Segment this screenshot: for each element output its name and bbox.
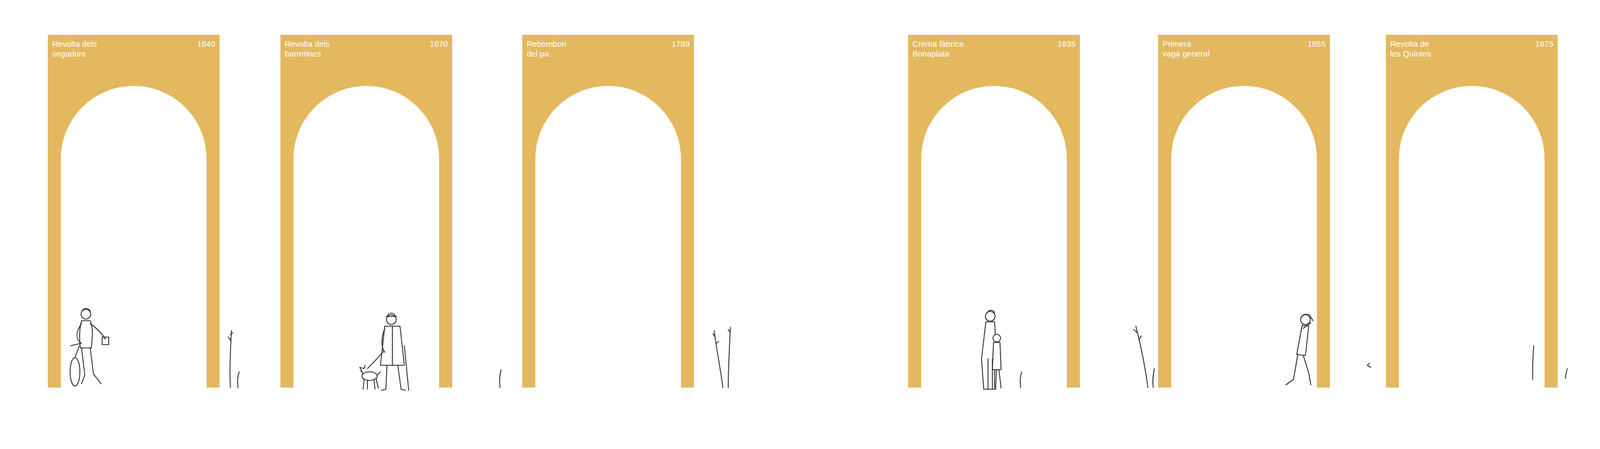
man-with-dog-figure: [359, 313, 409, 391]
arch-shape: [908, 34, 1080, 388]
event-title: Rebombori del pa: [526, 39, 573, 59]
arch-shape: [47, 34, 220, 388]
grass-tufts: [228, 326, 1568, 388]
arch-shape: [522, 34, 695, 388]
arch-frame: [1385, 34, 1558, 388]
event-title: Primera vaga general: [1162, 39, 1211, 59]
arch-panel: Primera vaga general 1855: [1158, 34, 1330, 388]
arch-panel: Revolta dels barretines 1670: [280, 34, 453, 388]
arch-frame: [1158, 34, 1330, 388]
arch-shape: [280, 34, 453, 388]
arch-frame: [47, 34, 220, 388]
arch-panel: Crema fàbrica Bonaplata 1835: [908, 34, 1080, 388]
arch-shape: [1385, 34, 1558, 388]
arch-panel: Revolta dels segadors 1640: [47, 34, 220, 388]
event-year: 1670: [429, 39, 448, 49]
walking-figure: [1285, 314, 1314, 385]
event-year: 1640: [197, 39, 216, 49]
event-year: 1875: [1535, 39, 1554, 49]
arch-panel: Rebombori del pa 1789: [522, 34, 695, 388]
arch-frame: [522, 34, 695, 388]
arch-frame: [908, 34, 1080, 388]
event-title: Revolta dels barretines: [284, 39, 331, 59]
woman-and-child-figure: [981, 310, 1002, 390]
event-year: 1855: [1307, 39, 1326, 49]
event-title: Revolta dels segadors: [52, 39, 99, 59]
event-year: 1789: [671, 39, 690, 49]
arch-frame: [280, 34, 453, 388]
event-year: 1835: [1057, 39, 1076, 49]
cyclist-figure: [70, 308, 109, 387]
arch-shape: [1158, 34, 1330, 388]
event-title: Crema fàbrica Bonaplata: [912, 39, 967, 59]
event-title: Revolta de les Quintes: [1390, 39, 1437, 59]
arch-panel: Revolta de les Quintes 1875: [1385, 34, 1558, 388]
